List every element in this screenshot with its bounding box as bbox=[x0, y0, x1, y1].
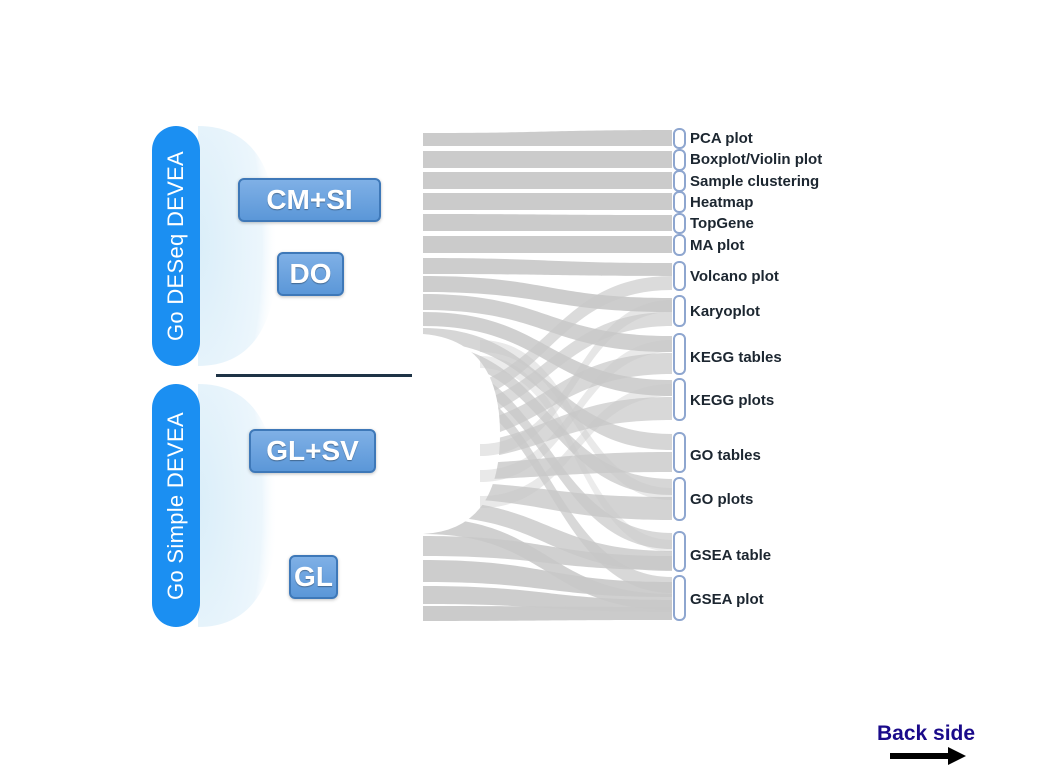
sankey-flow bbox=[423, 276, 672, 312]
back-side-label: Back side bbox=[877, 722, 976, 745]
sankey-output-label[interactable]: PCA plot bbox=[690, 130, 753, 147]
gl-input-button[interactable]: GL bbox=[289, 555, 338, 599]
sankey-flow bbox=[423, 312, 672, 426]
go-deseq-devea-button[interactable]: Go DESeq DEVEA bbox=[152, 126, 200, 366]
sankey-output-label[interactable]: Heatmap bbox=[690, 194, 753, 211]
sankey-output-node[interactable] bbox=[673, 191, 686, 213]
sankey-flow bbox=[423, 344, 672, 495]
section-divider bbox=[216, 374, 412, 377]
sankey-flow bbox=[423, 172, 672, 189]
sankey-flow bbox=[423, 536, 672, 570]
sankey-output-node[interactable] bbox=[673, 234, 686, 256]
sankey-output-node[interactable] bbox=[673, 575, 686, 621]
sankey-output-label[interactable]: Boxplot/Violin plot bbox=[690, 151, 822, 168]
sankey-flow bbox=[423, 258, 672, 276]
sankey-output-node[interactable] bbox=[673, 477, 686, 521]
do-input-button[interactable]: DO bbox=[277, 252, 344, 296]
sankey-output-label[interactable]: GO plots bbox=[690, 491, 753, 508]
sankey-flow bbox=[423, 214, 672, 231]
sankey-output-label[interactable]: Volcano plot bbox=[690, 268, 779, 285]
gl-sv-input-button[interactable]: GL+SV bbox=[249, 429, 376, 473]
sankey-output-label[interactable]: TopGene bbox=[690, 215, 754, 232]
sankey-flow bbox=[480, 356, 672, 552]
cm-si-input-button[interactable]: CM+SI bbox=[238, 178, 381, 222]
sankey-output-node[interactable] bbox=[673, 128, 686, 149]
sankey-output-nodes bbox=[673, 128, 686, 621]
sankey-output-node[interactable] bbox=[673, 432, 686, 473]
sankey-flow bbox=[423, 606, 672, 621]
sankey-output-label[interactable]: GSEA table bbox=[690, 547, 771, 564]
sankey-flow bbox=[423, 151, 672, 168]
sankey-flow bbox=[423, 193, 672, 210]
sankey-flows bbox=[423, 130, 672, 621]
sankey-flow bbox=[480, 384, 672, 508]
sankey-output-node[interactable] bbox=[673, 261, 686, 291]
sankey-output-node[interactable] bbox=[673, 213, 686, 234]
sankey-output-label[interactable]: KEGG plots bbox=[690, 392, 774, 409]
sankey-flow bbox=[423, 328, 672, 450]
sankey-flow bbox=[423, 130, 672, 146]
sankey-flow bbox=[480, 300, 672, 456]
sankey-output-node[interactable] bbox=[673, 295, 686, 327]
sankey-output-node[interactable] bbox=[673, 531, 686, 572]
sankey-output-node[interactable] bbox=[673, 170, 686, 192]
sankey-notch bbox=[423, 334, 500, 534]
sankey-flow bbox=[423, 276, 672, 408]
sankey-output-label[interactable]: Sample clustering bbox=[690, 173, 819, 190]
sankey-output-node[interactable] bbox=[673, 149, 686, 171]
back-side-link[interactable]: Back side bbox=[877, 722, 987, 766]
sankey-output-label[interactable]: KEGG tables bbox=[690, 349, 782, 366]
sankey-flow bbox=[480, 340, 672, 482]
sankey-flow bbox=[423, 360, 672, 549]
sankey-flow bbox=[423, 560, 672, 597]
sankey-output-node[interactable] bbox=[673, 333, 686, 375]
sankey-flow bbox=[423, 586, 672, 612]
sankey-output-label[interactable]: GSEA plot bbox=[690, 591, 764, 608]
sankey-output-node[interactable] bbox=[673, 378, 686, 421]
arrow-right-icon bbox=[890, 747, 966, 765]
sankey-output-label[interactable]: MA plot bbox=[690, 237, 744, 254]
go-simple-devea-button[interactable]: Go Simple DEVEA bbox=[152, 384, 200, 627]
sankey-flow bbox=[480, 340, 672, 500]
sankey-output-label[interactable]: Karyoplot bbox=[690, 303, 760, 320]
sankey-output-label[interactable]: GO tables bbox=[690, 447, 761, 464]
sankey-flow bbox=[423, 374, 672, 593]
sankey-flow bbox=[423, 236, 672, 253]
sankey-flow bbox=[423, 294, 672, 352]
sankey-flow bbox=[423, 500, 672, 571]
